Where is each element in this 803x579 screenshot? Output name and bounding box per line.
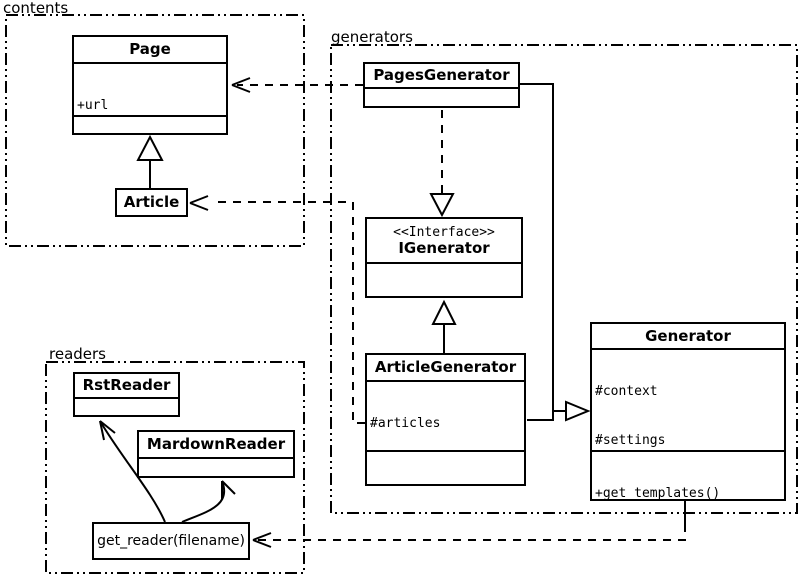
dependency-pagesgenerator-page-arrowhead: [231, 77, 251, 93]
class-igenerator-methods: +generate_context() +generate_output(): [367, 264, 521, 296]
class-generator-attributes: #context #settings #path #theme #output_…: [592, 350, 784, 450]
package-border-readers: [45, 361, 305, 574]
class-page-attributes: +url +slug +summary: [74, 64, 226, 115]
class-mardown-reader-title: MardownReader: [139, 432, 293, 459]
generalization-generator-arrowhead: [565, 400, 591, 422]
arrow-getreader-mardownreader-curve: [181, 480, 226, 523]
class-mardown-reader-methods: +read(): [139, 459, 293, 476]
package-label-generators: generators: [331, 28, 413, 46]
class-article-generator-methods: +generate_feeds() +generate_pages(): [367, 450, 524, 484]
attribute: #context: [595, 383, 658, 399]
dependency-generator-getreader-line: [258, 524, 686, 541]
class-igenerator-name: IGenerator: [398, 238, 490, 257]
package-border-contents: [5, 14, 305, 247]
class-rst-reader-title: RstReader: [75, 374, 178, 399]
class-article-generator: ArticleGenerator #articles #dates #tags …: [365, 353, 526, 486]
package-border-generators: [330, 44, 798, 514]
class-pages-generator-attributes: #pages: [365, 89, 518, 106]
generalization-article-page-arrowhead: [136, 134, 164, 161]
class-rst-reader: RstReader +read(): [73, 372, 180, 417]
generalization-articlegenerator-igenerator-arrowhead: [431, 299, 457, 325]
class-igenerator-stereotype: <<Interface>>: [393, 224, 495, 240]
class-rst-reader-methods: +read(): [75, 399, 178, 415]
attribute: #settings: [595, 433, 666, 449]
arrow-getreader-mardownreader-arrowhead: [221, 480, 236, 499]
generalization-articlegenerator-generator-line: [527, 411, 554, 421]
class-generator: Generator #context #settings #path #them…: [590, 322, 786, 501]
class-pages-generator-title: PagesGenerator: [365, 64, 518, 89]
class-page-title: Page: [74, 37, 226, 64]
class-generator-methods: +get_templates() +get_files(path,exclude…: [592, 450, 784, 499]
class-mardown-reader: MardownReader +read(): [137, 430, 295, 478]
class-article-generator-attributes: #articles #dates #tags #categories: [367, 382, 524, 450]
class-pages-generator: PagesGenerator #pages: [363, 62, 520, 108]
dependency-articlegenerator-article-arrowhead: [189, 195, 209, 211]
class-article: Article: [115, 188, 188, 217]
attribute: +url: [77, 97, 109, 113]
class-page: Page +url +slug +summary +check_properti…: [72, 35, 228, 135]
attribute: #articles: [370, 415, 441, 431]
arrow-getreader-rstreader-curve: [99, 420, 166, 523]
class-article-title: Article: [123, 193, 180, 211]
class-article-generator-title: ArticleGenerator: [367, 355, 524, 382]
class-generator-title: Generator: [592, 324, 784, 350]
dependency-generator-getreader-arrowhead: [252, 532, 272, 548]
class-igenerator: <<Interface>> IGenerator +generate_conte…: [365, 217, 523, 298]
method: +get_templates(): [595, 485, 721, 499]
node-get-reader-label: get_reader(filename): [97, 533, 245, 549]
generalization-pagesgenerator-generator-line: [520, 83, 566, 412]
realization-pagesgenerator-igenerator-arrowhead: [429, 193, 455, 218]
class-page-methods: +check_properties(): [74, 115, 226, 133]
dependency-articlegenerator-article-line: [212, 201, 365, 424]
package-label-readers: readers: [49, 345, 106, 363]
arrow-getreader-rstreader-arrowhead: [99, 420, 116, 441]
class-igenerator-title: <<Interface>> IGenerator: [367, 219, 521, 264]
package-label-contents: contents: [3, 0, 69, 17]
node-get-reader: get_reader(filename): [92, 522, 250, 560]
